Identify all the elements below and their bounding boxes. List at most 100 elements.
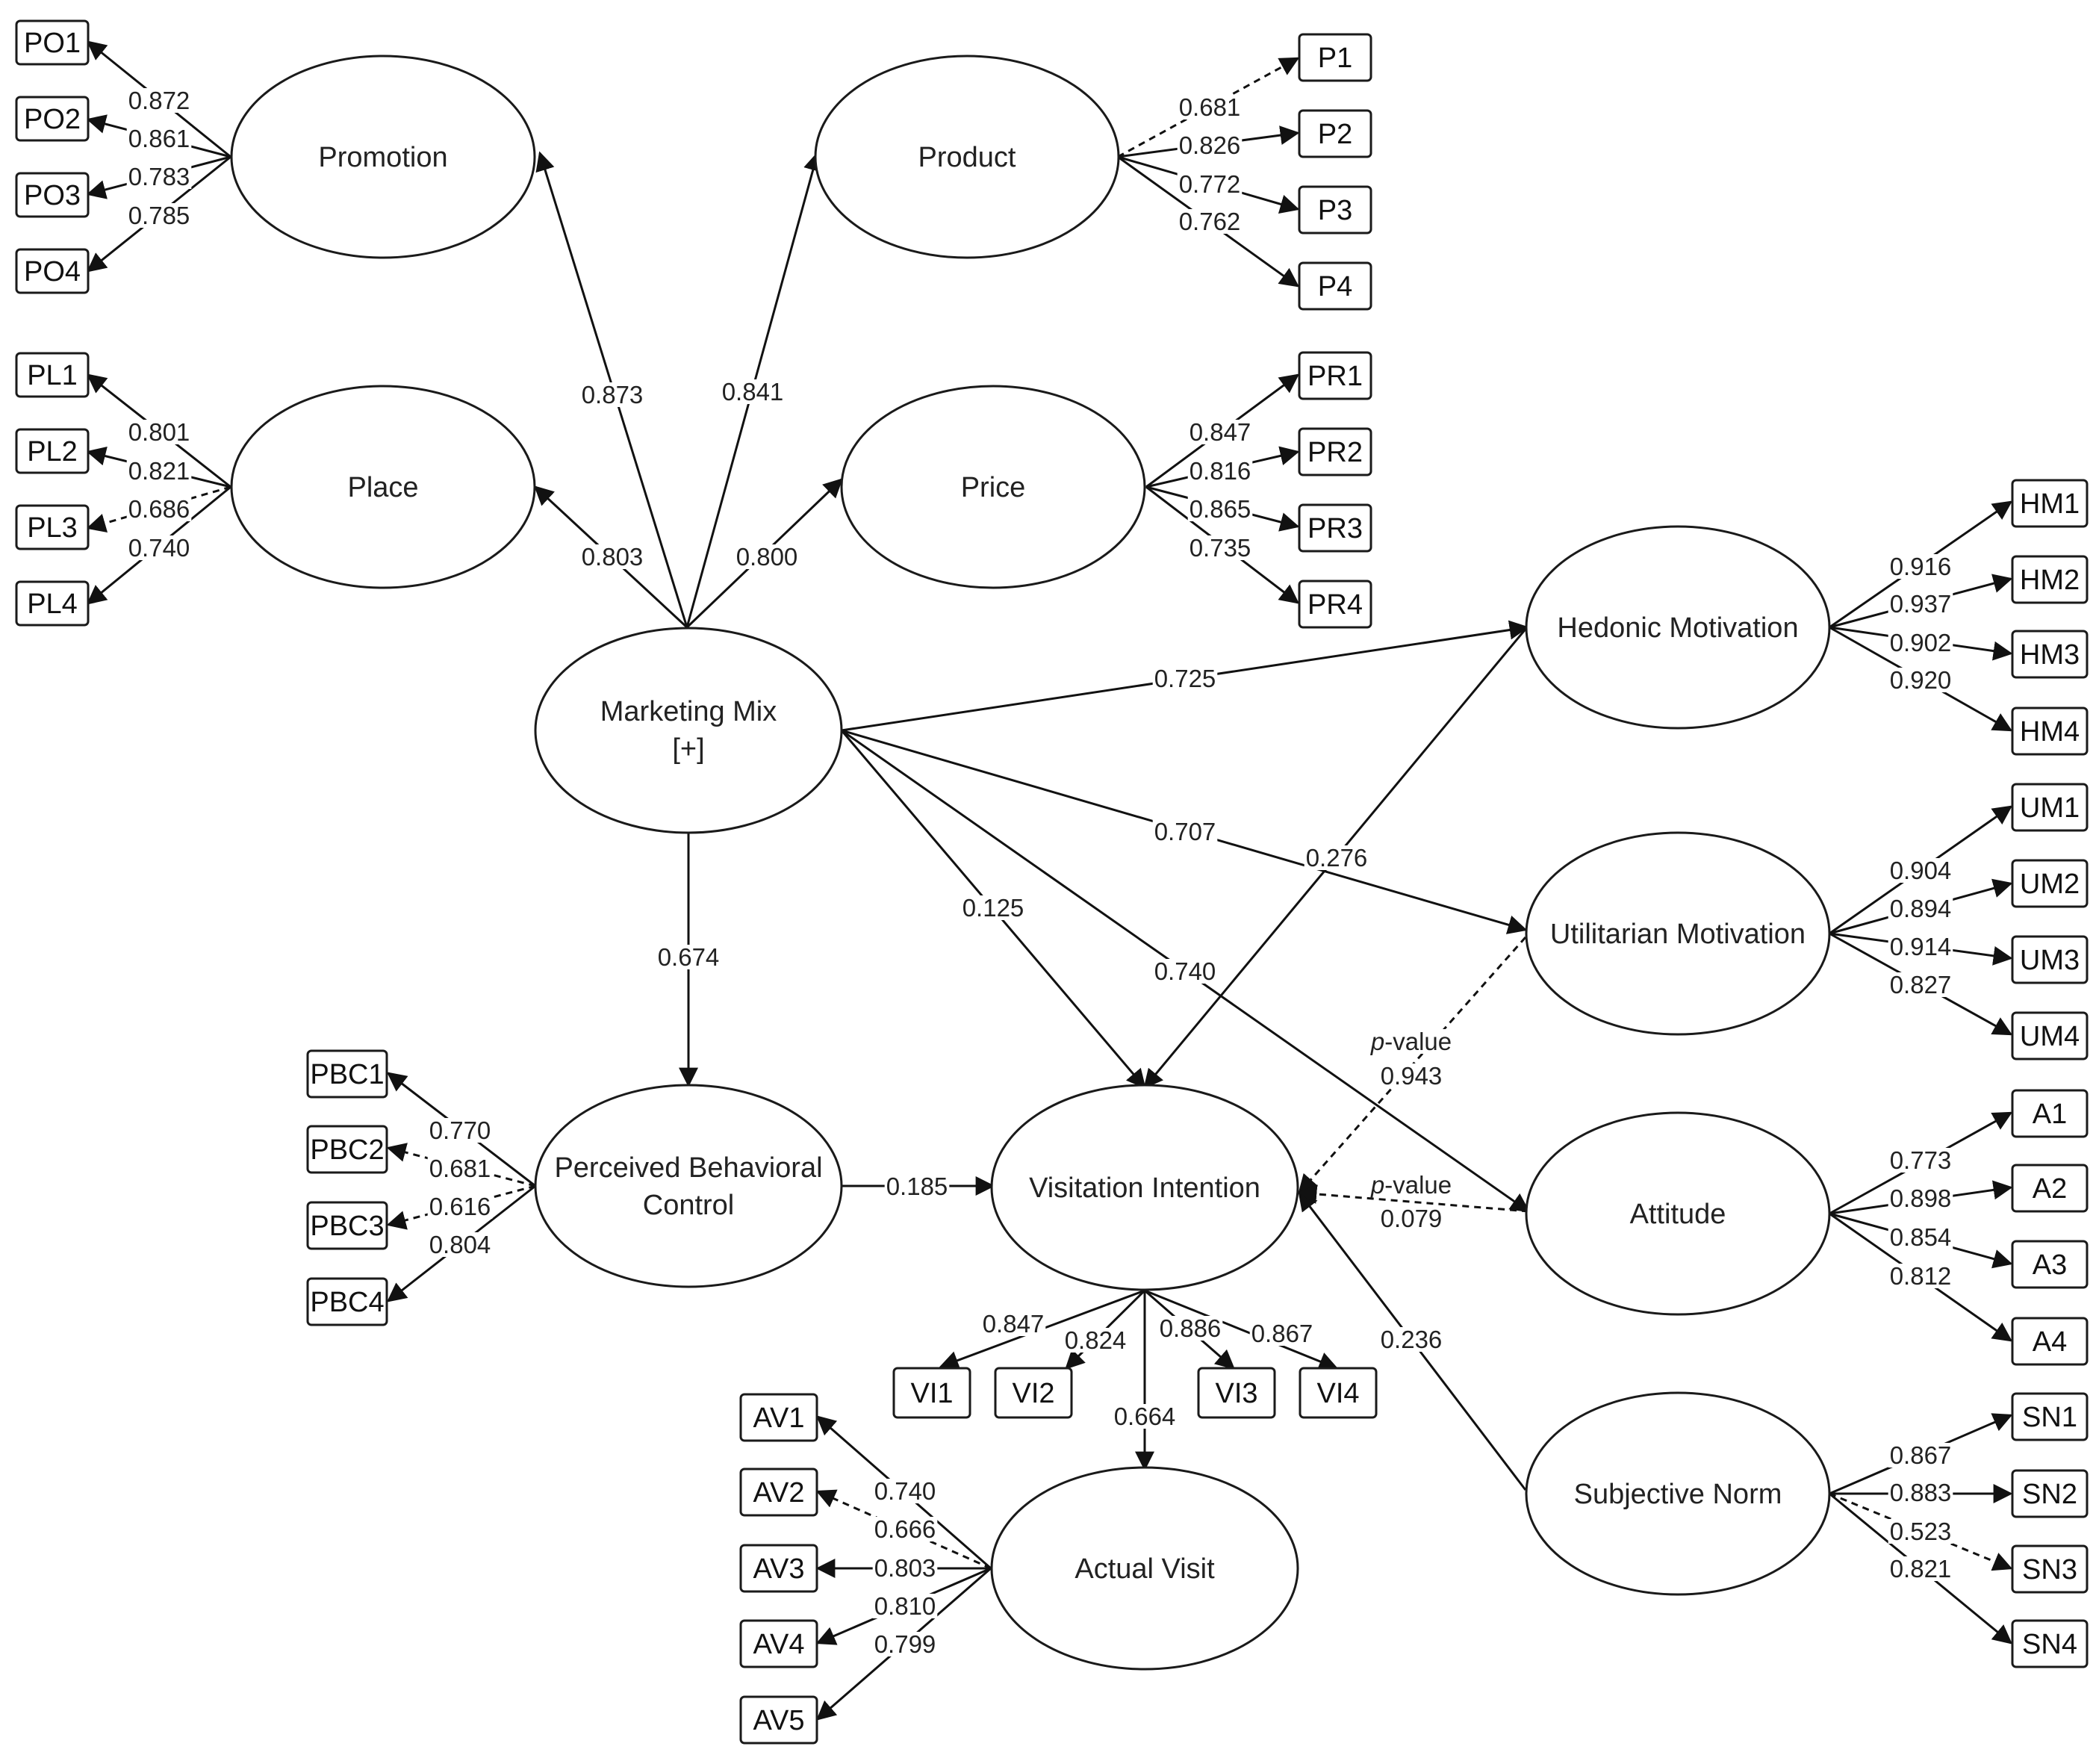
- loading-um4: 0.827: [1890, 971, 1952, 999]
- indicator-po4[interactable]: PO4: [15, 248, 90, 294]
- label-halo: [1177, 95, 1243, 119]
- latent-att-label: Attitude: [1630, 1199, 1726, 1230]
- indicator-um1[interactable]: UM1: [2011, 783, 2089, 832]
- indicator-pbc4[interactable]: PBC4: [306, 1277, 388, 1326]
- loading-pr3: 0.865: [1190, 495, 1251, 523]
- label-halo: [1187, 535, 1253, 560]
- indicator-pl4-label: PL4: [27, 588, 78, 620]
- latent-attitude[interactable]: Attitude: [1525, 1111, 1831, 1316]
- indicator-pl1[interactable]: PL1: [15, 352, 90, 398]
- indicator-av3-label: AV3: [753, 1553, 804, 1585]
- label-halo: [1177, 172, 1243, 196]
- indicator-pr4-label: PR4: [1307, 589, 1363, 621]
- indicator-pbc3[interactable]: PBC3: [306, 1201, 388, 1250]
- loading-vi4: 0.867: [1251, 1320, 1313, 1347]
- latent-price[interactable]: Price: [840, 385, 1146, 589]
- indicator-a4[interactable]: A4: [2011, 1317, 2089, 1366]
- indicator-av4[interactable]: AV4: [739, 1619, 818, 1668]
- indicator-um2-label: UM2: [2020, 869, 2080, 900]
- label-halo: [1378, 1206, 1444, 1231]
- latent-promotion[interactable]: Promotion: [230, 55, 536, 259]
- label-halo: [579, 544, 645, 569]
- indicator-pl2[interactable]: PL2: [15, 428, 90, 474]
- latent-perceived-behavioral-control[interactable]: Perceived Behavioral Control: [534, 1084, 843, 1288]
- indicator-po3[interactable]: PO3: [15, 172, 90, 218]
- indicator-um4[interactable]: UM4: [2011, 1011, 2089, 1060]
- indicator-sn2[interactable]: SN2: [2011, 1469, 2089, 1518]
- indicators: PO1 PO2 PO3 PO4 PL1 PL2 PL3 PL4 P1 P2 P3…: [15, 19, 2089, 1745]
- indicator-av3[interactable]: AV3: [739, 1544, 818, 1593]
- indicator-vi4[interactable]: VI4: [1299, 1367, 1378, 1419]
- indicator-po1[interactable]: PO1: [15, 19, 90, 66]
- indicator-a2[interactable]: A2: [2011, 1164, 2089, 1213]
- latent-product[interactable]: Product: [814, 55, 1120, 259]
- indicator-av5[interactable]: AV5: [739, 1695, 818, 1745]
- indicator-po2[interactable]: PO2: [15, 96, 90, 142]
- latent-hedonic-motivation[interactable]: Hedonic Motivation: [1525, 525, 1831, 730]
- indicator-hm3[interactable]: HM3: [2011, 630, 2089, 679]
- loading-pr4: 0.735: [1190, 534, 1251, 562]
- loading-av1: 0.740: [874, 1477, 936, 1505]
- indicator-pl3[interactable]: PL3: [15, 504, 90, 550]
- latent-utilitarian-motivation[interactable]: Utilitarian Motivation: [1525, 831, 1831, 1036]
- latent-marketing-mix[interactable]: Marketing Mix [+]: [534, 627, 843, 834]
- label-halo: [872, 1479, 938, 1503]
- indicator-vi2[interactable]: VI2: [994, 1367, 1073, 1419]
- indicator-um3[interactable]: UM3: [2011, 935, 2089, 984]
- indicator-pr2[interactable]: PR2: [1298, 427, 1372, 476]
- indicator-av5-label: AV5: [753, 1705, 804, 1736]
- indicator-pbc3-label: PBC3: [310, 1211, 384, 1242]
- latent-actual-visit[interactable]: Actual Visit: [990, 1466, 1299, 1671]
- latent-visitation-intention[interactable]: Visitation Intention: [990, 1084, 1299, 1291]
- loading-hm2: 0.937: [1890, 590, 1952, 618]
- label-halo: [656, 945, 721, 969]
- indicator-p2[interactable]: P2: [1298, 109, 1372, 158]
- loading-um2: 0.894: [1890, 895, 1952, 922]
- label-halo: [980, 1311, 1046, 1336]
- coef-mm-product: 0.841: [722, 378, 784, 406]
- coef-mm-um: 0.707: [1154, 818, 1216, 845]
- indicator-pbc2[interactable]: PBC2: [306, 1125, 388, 1174]
- latent-subjective-norm[interactable]: Subjective Norm: [1525, 1391, 1831, 1596]
- indicator-vi1[interactable]: VI1: [892, 1367, 971, 1419]
- label-halo: [427, 1194, 493, 1219]
- indicator-sn1[interactable]: SN1: [2011, 1392, 2089, 1441]
- indicator-a1[interactable]: A1: [2011, 1089, 2089, 1138]
- indicator-av1[interactable]: AV1: [739, 1393, 818, 1442]
- indicator-hm2[interactable]: HM2: [2011, 555, 2089, 604]
- indicator-pr1[interactable]: PR1: [1298, 351, 1372, 400]
- loading-pbc4: 0.804: [429, 1231, 491, 1258]
- indicator-pbc4-label: PBC4: [310, 1287, 384, 1318]
- label-halo: [126, 497, 192, 521]
- indicator-pl4[interactable]: PL4: [15, 580, 90, 627]
- indicator-pr3[interactable]: PR3: [1298, 503, 1372, 553]
- indicator-sn3[interactable]: SN3: [2011, 1544, 2089, 1594]
- indicator-vi2-label: VI2: [1012, 1378, 1054, 1409]
- indicator-av2[interactable]: AV2: [739, 1468, 818, 1517]
- label-halo: [1888, 1264, 1953, 1288]
- latent-product-label: Product: [918, 142, 1016, 173]
- indicator-pbc1[interactable]: PBC1: [306, 1049, 388, 1099]
- indicator-vi3[interactable]: VI3: [1197, 1367, 1276, 1419]
- indicator-p3[interactable]: P3: [1298, 185, 1372, 235]
- label-halo: [1152, 666, 1218, 691]
- coef-mm-promotion: 0.873: [582, 381, 644, 409]
- coef-mm-pbc: 0.674: [658, 943, 720, 971]
- indicator-pr4[interactable]: PR4: [1298, 580, 1372, 629]
- label-halo: [1152, 819, 1218, 844]
- indicator-a3[interactable]: A3: [2011, 1240, 2089, 1289]
- link-av2: [815, 1489, 992, 1570]
- pvalue-att-vi-p: p: [1370, 1171, 1384, 1199]
- indicator-sn3-label: SN3: [2022, 1554, 2077, 1586]
- indicator-p4[interactable]: P4: [1298, 261, 1372, 311]
- loading-pr1: 0.847: [1190, 418, 1251, 446]
- indicator-hm1[interactable]: HM1: [2011, 479, 2089, 528]
- indicator-p1[interactable]: P1: [1298, 33, 1372, 82]
- indicator-sn4[interactable]: SN4: [2011, 1619, 2089, 1668]
- indicator-po3-label: PO3: [24, 180, 81, 211]
- indicator-a4-label: A4: [2033, 1326, 2067, 1358]
- indicator-hm4[interactable]: HM4: [2011, 706, 2089, 756]
- coef-mm-price: 0.800: [736, 543, 798, 571]
- latent-place[interactable]: Place: [230, 385, 536, 589]
- indicator-um2[interactable]: UM2: [2011, 859, 2089, 908]
